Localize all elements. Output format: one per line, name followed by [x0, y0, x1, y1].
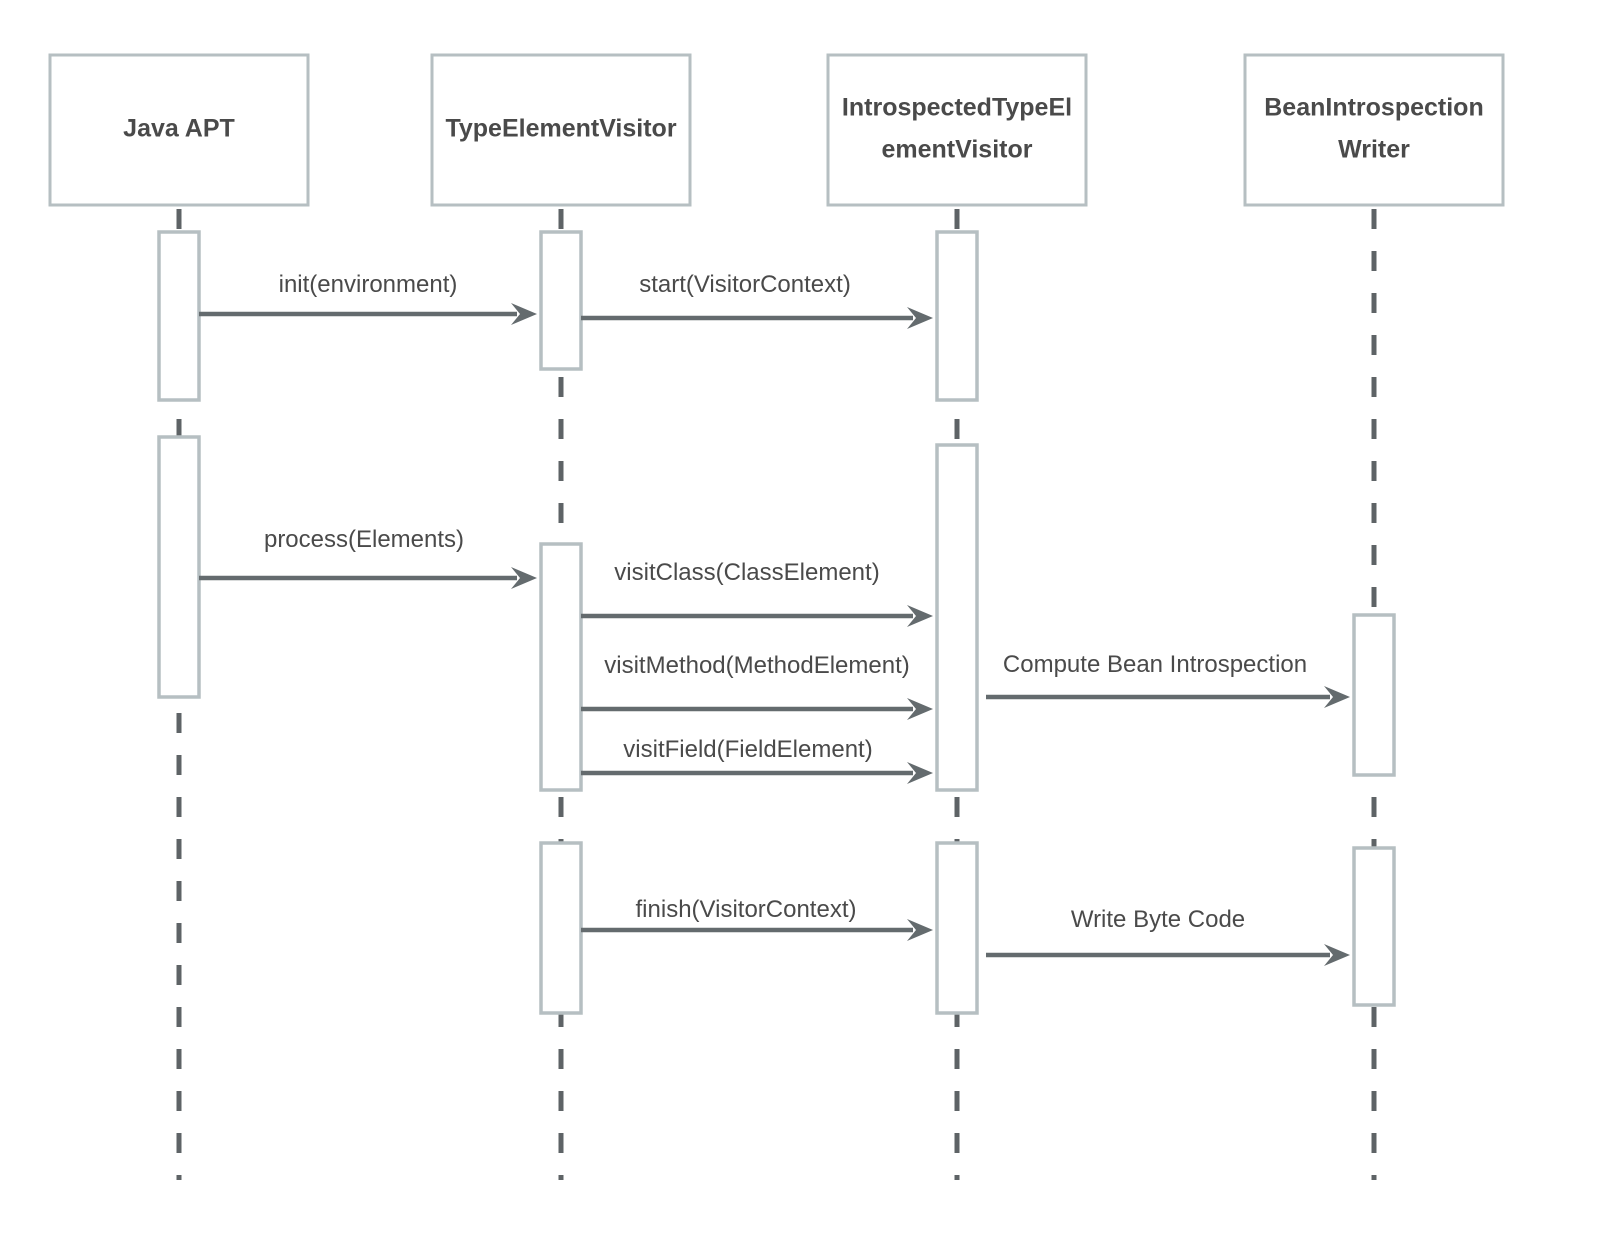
message-label: visitMethod(MethodElement) [604, 652, 909, 679]
message-label: finish(VisitorContext) [636, 896, 857, 923]
arrowhead-icon [511, 567, 537, 589]
participant-label: Java APT [123, 115, 235, 143]
participant-type-element-visitor[interactable]: TypeElementVisitor [430, 53, 692, 207]
message-label: Compute Bean Introspection [1003, 651, 1307, 678]
participant-label: TypeElementVisitor [445, 115, 676, 143]
message-label: Write Byte Code [1071, 906, 1245, 933]
participant-label: Writer [1338, 136, 1410, 164]
activation-bar-java-apt [157, 230, 201, 402]
message-9: Write Byte Code [986, 906, 1350, 966]
arrowhead-icon [907, 919, 933, 941]
activations-layer [157, 230, 1396, 1015]
message-4: visitClass(ClassElement) [581, 559, 933, 627]
message-1: init(environment) [199, 271, 537, 325]
activation-bar-introspected-type-element-visitor [935, 443, 979, 792]
arrowhead-icon [907, 605, 933, 627]
message-label: visitClass(ClassElement) [614, 559, 879, 586]
activation-bar-bean-introspection-writer [1352, 846, 1396, 1007]
arrowhead-icon [907, 762, 933, 784]
activation-bar-type-element-visitor [539, 230, 583, 371]
arrowhead-icon [1324, 686, 1350, 708]
message-8: finish(VisitorContext) [581, 896, 933, 941]
message-label: init(environment) [279, 271, 458, 298]
participant-box[interactable] [1243, 53, 1505, 207]
messages-layer: init(environment) start(VisitorContext) pr… [199, 271, 1350, 966]
activation-bar-introspected-type-element-visitor [935, 230, 979, 402]
message-5: visitMethod(MethodElement) [581, 652, 933, 720]
activation-bar-java-apt [157, 435, 201, 699]
activation-bar-bean-introspection-writer [1352, 613, 1396, 777]
arrowhead-icon [511, 303, 537, 325]
arrowhead-icon [907, 307, 933, 329]
lifelines-layer [176, 209, 1377, 1180]
message-label: start(VisitorContext) [639, 271, 851, 298]
participant-box[interactable] [48, 53, 310, 207]
arrowhead-icon [907, 698, 933, 720]
participant-label: ementVisitor [882, 136, 1033, 164]
participant-java-apt[interactable]: Java APT [48, 53, 310, 207]
message-3: process(Elements) [199, 526, 537, 589]
activation-bar-introspected-type-element-visitor [935, 841, 979, 1015]
activation-bar-type-element-visitor [539, 542, 583, 792]
message-6: Compute Bean Introspection [986, 651, 1350, 708]
message-label: visitField(FieldElement) [623, 736, 872, 763]
activation-bar-type-element-visitor [539, 841, 583, 1015]
participant-introspected-type-element-visitor[interactable]: IntrospectedTypeEl ementVisitor [826, 53, 1088, 207]
participants-layer: Java APT TypeElementVisitor IntrospectedTy… [48, 53, 1505, 207]
message-label: process(Elements) [264, 526, 464, 553]
arrowhead-icon [1324, 944, 1350, 966]
participant-box[interactable] [430, 53, 692, 207]
participant-label: BeanIntrospection [1264, 94, 1483, 122]
participant-label: IntrospectedTypeEl [842, 94, 1072, 122]
participant-box[interactable] [826, 53, 1088, 207]
message-2: start(VisitorContext) [581, 271, 933, 329]
message-7: visitField(FieldElement) [581, 736, 933, 784]
